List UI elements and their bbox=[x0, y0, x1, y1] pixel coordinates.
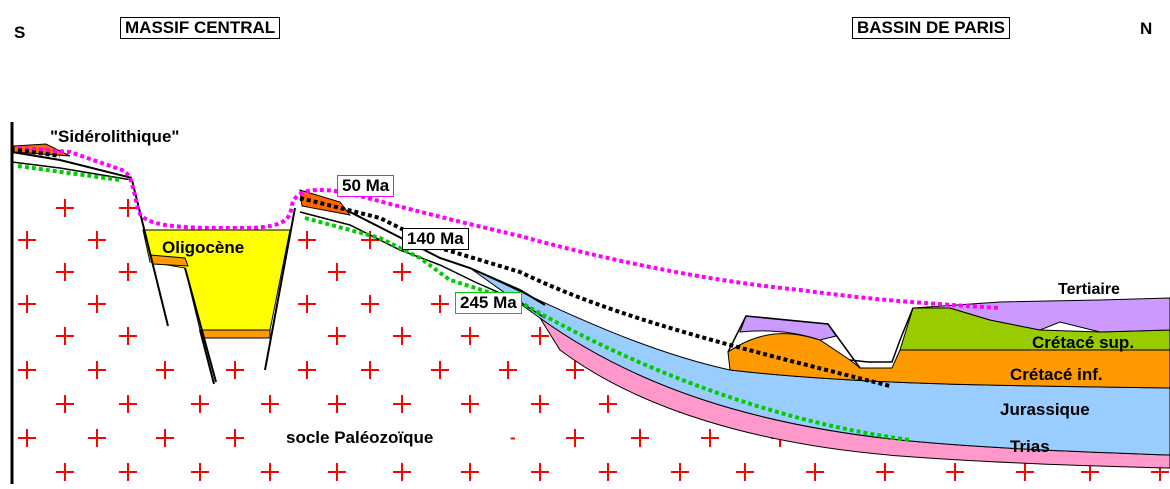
left-plateau-surface bbox=[11, 151, 133, 179]
basement-cross bbox=[18, 429, 36, 447]
fault-3 bbox=[199, 329, 215, 385]
age-50ma-label: 50 Ma bbox=[337, 175, 395, 197]
south-label: S bbox=[14, 23, 26, 42]
basement-cross bbox=[18, 361, 36, 379]
basement-cross bbox=[56, 395, 74, 413]
basement-cross bbox=[56, 263, 74, 281]
basement-cross bbox=[393, 327, 411, 345]
line-140ma bbox=[17, 148, 891, 388]
left-plateau-surface-2 bbox=[11, 161, 133, 181]
basement-cross bbox=[119, 395, 137, 413]
basement-cross bbox=[191, 463, 209, 481]
siderolithique-label: "Sidérolithique" bbox=[50, 127, 179, 146]
basement-cross bbox=[361, 361, 379, 379]
basement-cross bbox=[1016, 463, 1034, 481]
basement-cross bbox=[56, 463, 74, 481]
basement-cross bbox=[361, 295, 379, 313]
outlier-wall bbox=[727, 315, 861, 369]
basement-cross bbox=[393, 263, 411, 281]
basement-cross bbox=[531, 327, 549, 345]
basement-cross bbox=[393, 463, 411, 481]
basement-cross bbox=[88, 231, 106, 249]
basement-cross bbox=[328, 463, 346, 481]
jurassique-layer bbox=[469, 267, 1170, 456]
basement-cross bbox=[599, 395, 617, 413]
oligocene-label: Oligocène bbox=[162, 238, 244, 257]
basement-cross bbox=[18, 295, 36, 313]
trias-label: Trias bbox=[1010, 437, 1050, 456]
basement-cross bbox=[566, 429, 584, 447]
fault-1 bbox=[131, 179, 169, 327]
basement-cross bbox=[806, 463, 824, 481]
basement-cross bbox=[431, 295, 449, 313]
basement-cross bbox=[736, 463, 754, 481]
basement-cross bbox=[499, 361, 517, 379]
basement-cross bbox=[328, 395, 346, 413]
oligocene-base bbox=[199, 329, 271, 339]
tertiaire-layer bbox=[912, 297, 1170, 333]
basement-cross bbox=[566, 361, 584, 379]
basement-cross bbox=[298, 295, 316, 313]
basement-cross bbox=[876, 463, 894, 481]
massif-central-label: MASSIF CENTRAL bbox=[120, 17, 281, 39]
basement-cross bbox=[461, 327, 479, 345]
basement-cross bbox=[119, 463, 137, 481]
basement-cross bbox=[88, 429, 106, 447]
jurassique-label: Jurassique bbox=[1000, 400, 1090, 419]
fault-2 bbox=[184, 267, 217, 383]
valley-walls bbox=[849, 307, 914, 363]
basement-cross bbox=[461, 463, 479, 481]
basement-cross bbox=[261, 463, 279, 481]
basement-crosses bbox=[18, 199, 1169, 481]
basement-cross bbox=[88, 361, 106, 379]
cretace-sup-label: Crétacé sup. bbox=[1032, 333, 1134, 352]
basement-cross bbox=[191, 395, 209, 413]
basement-cross bbox=[56, 199, 74, 217]
basement-cross bbox=[298, 231, 316, 249]
basement-cross bbox=[531, 463, 549, 481]
fault-4 bbox=[264, 207, 296, 371]
basement-cross bbox=[18, 231, 36, 249]
basement-cross bbox=[226, 429, 244, 447]
basement-cross bbox=[56, 327, 74, 345]
basement-cross bbox=[156, 361, 174, 379]
basement-cross bbox=[393, 395, 411, 413]
basement-cross bbox=[328, 327, 346, 345]
age-245ma-label: 245 Ma bbox=[455, 292, 522, 314]
basement-cross bbox=[119, 199, 137, 217]
tertiaire-outlier bbox=[739, 315, 837, 341]
basement-cross bbox=[119, 327, 137, 345]
basement-cross bbox=[631, 429, 649, 447]
basement-cross bbox=[531, 395, 549, 413]
bassin-de-paris-label: BASSIN DE PARIS bbox=[852, 17, 1010, 39]
basement-cross bbox=[261, 395, 279, 413]
line-50ma bbox=[17, 146, 1001, 310]
basement-cross bbox=[156, 429, 174, 447]
basement-cross bbox=[599, 463, 617, 481]
basement-cross bbox=[328, 263, 346, 281]
socle-dash: - bbox=[510, 428, 516, 447]
basement-cross bbox=[946, 463, 964, 481]
age-140ma-label: 140 Ma bbox=[402, 228, 469, 250]
basement-cross bbox=[88, 295, 106, 313]
basement-cross bbox=[431, 361, 449, 379]
north-label: N bbox=[1140, 19, 1153, 38]
basement-cross bbox=[701, 429, 719, 447]
socle-label: socle Paléozoïque bbox=[286, 428, 433, 447]
basement-cross bbox=[461, 395, 479, 413]
basement-cross bbox=[298, 361, 316, 379]
cretace-inf-label: Crétacé inf. bbox=[1010, 365, 1103, 384]
basement-cross bbox=[671, 463, 689, 481]
basement-cross bbox=[119, 263, 137, 281]
tertiaire-label: Tertiaire bbox=[1058, 281, 1120, 298]
basement-cross bbox=[226, 361, 244, 379]
